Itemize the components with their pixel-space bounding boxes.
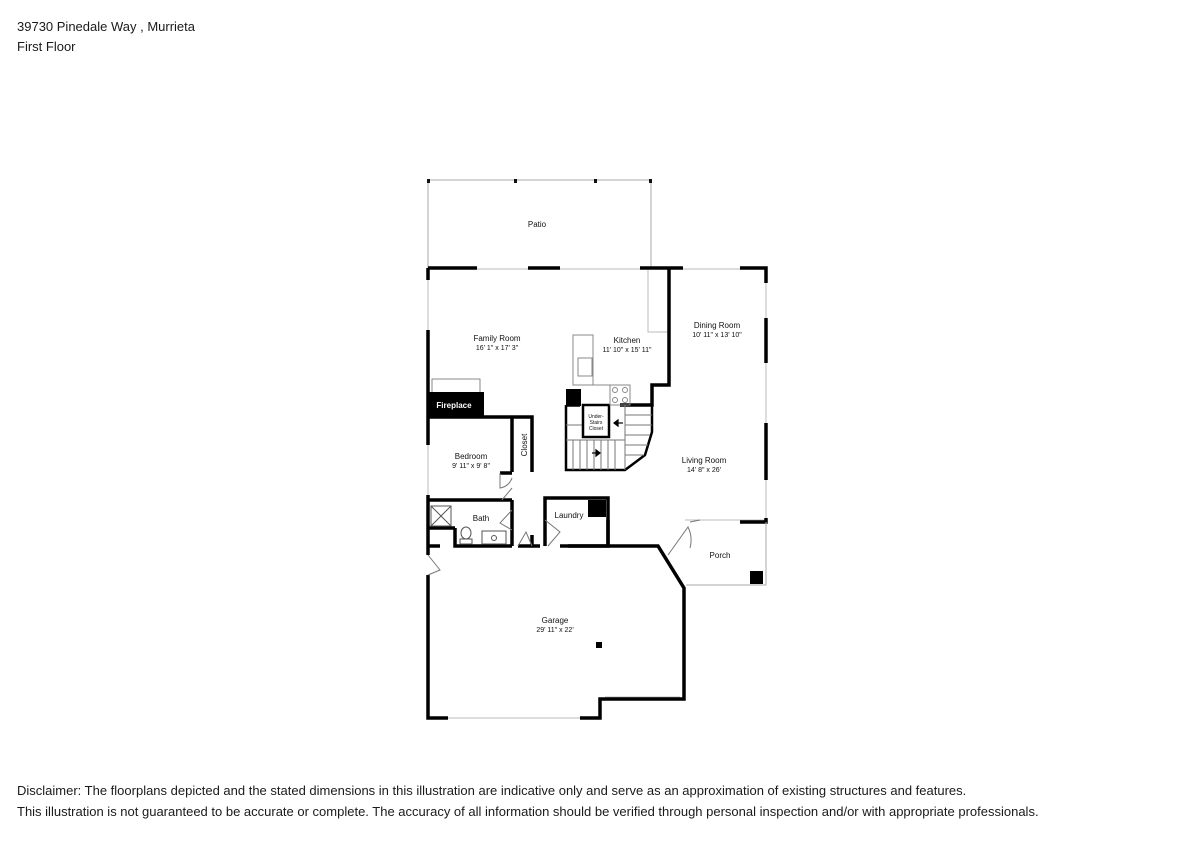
family-room-dims: 16' 1" x 17' 3" — [476, 345, 519, 352]
kitchen-dims: 11' 10" x 15' 11" — [602, 347, 652, 354]
porch-label: Porch — [710, 551, 731, 560]
door-swings — [427, 473, 701, 576]
property-address: 39730 Pinedale Way , Murrieta — [17, 19, 196, 34]
garage-post — [596, 642, 602, 648]
living-room-label: Living Room — [682, 456, 727, 465]
porch-post — [750, 571, 763, 584]
dining-room-dims: 10' 11" x 13' 10" — [692, 332, 742, 339]
under-stairs-label-1: Under- — [588, 414, 604, 420]
laundry-label: Laundry — [555, 511, 584, 520]
fireplace-hearth — [431, 378, 481, 392]
kitchen-label: Kitchen — [614, 336, 641, 345]
family-room-label: Family Room — [473, 334, 520, 343]
under-stairs-label-2: Stairs — [590, 420, 603, 426]
porch-outline — [686, 522, 767, 586]
disclaimer-line-1: Disclaimer: The floorplans depicted and … — [17, 783, 967, 798]
living-room-dims: 14' 8" x 26' — [687, 467, 721, 474]
walls — [426, 266, 768, 720]
fireplace-label: Fireplace — [436, 401, 472, 410]
bath-fixtures — [430, 505, 507, 545]
laundry-appliance — [588, 500, 606, 517]
kitchen-counters — [572, 334, 631, 406]
refrigerator-block — [566, 389, 581, 406]
disclaimer-line-2: This illustration is not guaranteed to b… — [17, 804, 1039, 819]
fireplace-block — [428, 392, 484, 417]
bedroom-label: Bedroom — [455, 452, 488, 461]
dining-room-label: Dining Room — [694, 321, 741, 330]
patio-label: Patio — [528, 220, 547, 229]
stairs — [564, 403, 654, 472]
garage-label: Garage — [542, 616, 569, 625]
under-stairs-label-3: Closet — [589, 426, 604, 432]
stair-arrows — [592, 418, 623, 458]
bath-label: Bath — [473, 514, 489, 523]
bedroom-dims: 9' 11" x 9' 8" — [452, 463, 490, 470]
patio-posts — [427, 179, 652, 183]
closet-label: Closet — [520, 433, 529, 456]
garage-dims: 29' 11" x 22' — [536, 627, 573, 634]
floor-label: First Floor — [17, 39, 76, 54]
